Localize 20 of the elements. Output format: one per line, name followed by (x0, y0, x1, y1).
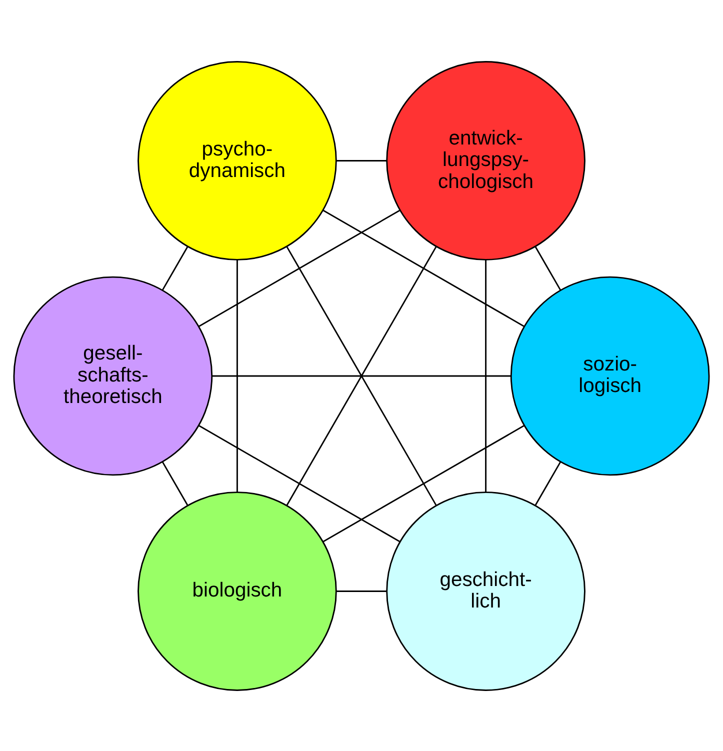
node-circle: geschicht- lich (386, 491, 586, 690)
connector (485, 259, 487, 492)
connector (534, 460, 562, 506)
connector (212, 374, 511, 376)
connector (198, 209, 400, 326)
connector (162, 460, 188, 506)
connector (286, 246, 437, 506)
node-circle: entwick- lungspsy- chologisch (386, 60, 586, 260)
node-circle: gesell- schafts- theoretisch (13, 276, 213, 476)
node-circle: sozio- logisch (510, 276, 710, 476)
connector (323, 424, 524, 542)
connector (336, 160, 387, 161)
connector (236, 259, 238, 492)
node-circle: psycho- dynamisch (138, 60, 337, 260)
connector (534, 246, 562, 290)
connector (198, 424, 400, 542)
connector (336, 590, 387, 592)
connector (162, 246, 188, 290)
connector (322, 209, 524, 326)
node-circle: biologisch (138, 491, 337, 690)
